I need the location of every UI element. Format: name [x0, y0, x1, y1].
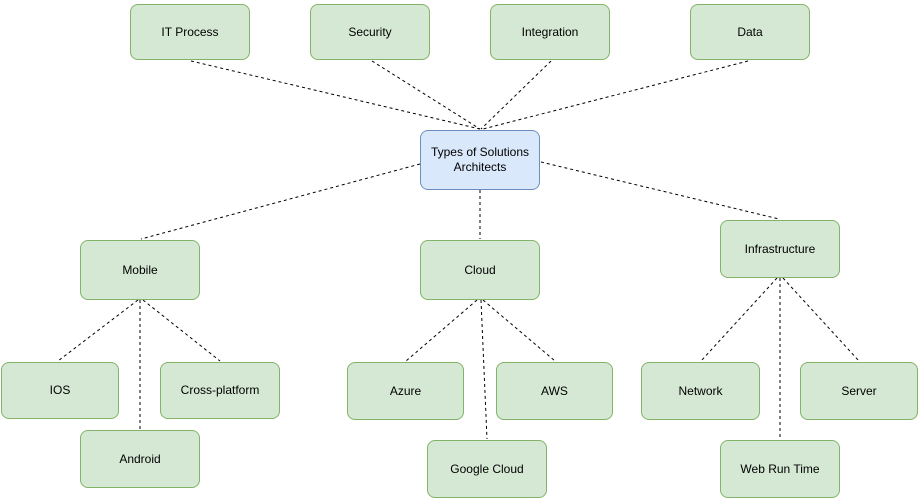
node-aws[interactable]: AWS	[496, 362, 613, 420]
edge-infrastructure-server	[782, 277, 860, 362]
node-web-run-time[interactable]: Web Run Time	[720, 440, 840, 498]
edge-it-process-root	[190, 60, 481, 130]
edge-security-root	[371, 60, 481, 130]
edge-data-root	[482, 60, 749, 130]
edge-mobile-cross-platform	[142, 299, 221, 362]
node-mobile[interactable]: Mobile	[80, 240, 200, 300]
node-network[interactable]: Network	[641, 362, 760, 420]
edge-infrastructure-network	[700, 277, 778, 362]
node-security[interactable]: Security	[310, 4, 430, 60]
node-infrastructure[interactable]: Infrastructure	[720, 220, 840, 278]
node-google-cloud[interactable]: Google Cloud	[427, 440, 547, 498]
edge-cloud-google-cloud	[480, 299, 488, 440]
node-root-types-of-solutions-architects[interactable]: Types of Solutions Architects	[420, 130, 540, 190]
node-android[interactable]: Android	[80, 430, 200, 488]
edge-integration-root	[480, 60, 552, 130]
edge-cloud-azure	[405, 299, 478, 362]
node-integration[interactable]: Integration	[490, 4, 610, 60]
node-ios[interactable]: IOS	[1, 362, 119, 419]
node-data[interactable]: Data	[690, 4, 810, 60]
node-azure[interactable]: Azure	[347, 362, 464, 420]
node-it-process[interactable]: IT Process	[130, 4, 250, 60]
node-cross-platform[interactable]: Cross-platform	[160, 362, 280, 419]
edge-root-infrastructure	[540, 161, 780, 220]
node-cloud[interactable]: Cloud	[420, 240, 540, 300]
edge-root-mobile	[140, 163, 421, 240]
node-server[interactable]: Server	[800, 362, 918, 420]
edge-mobile-ios	[57, 299, 139, 362]
edge-cloud-aws	[482, 299, 556, 362]
